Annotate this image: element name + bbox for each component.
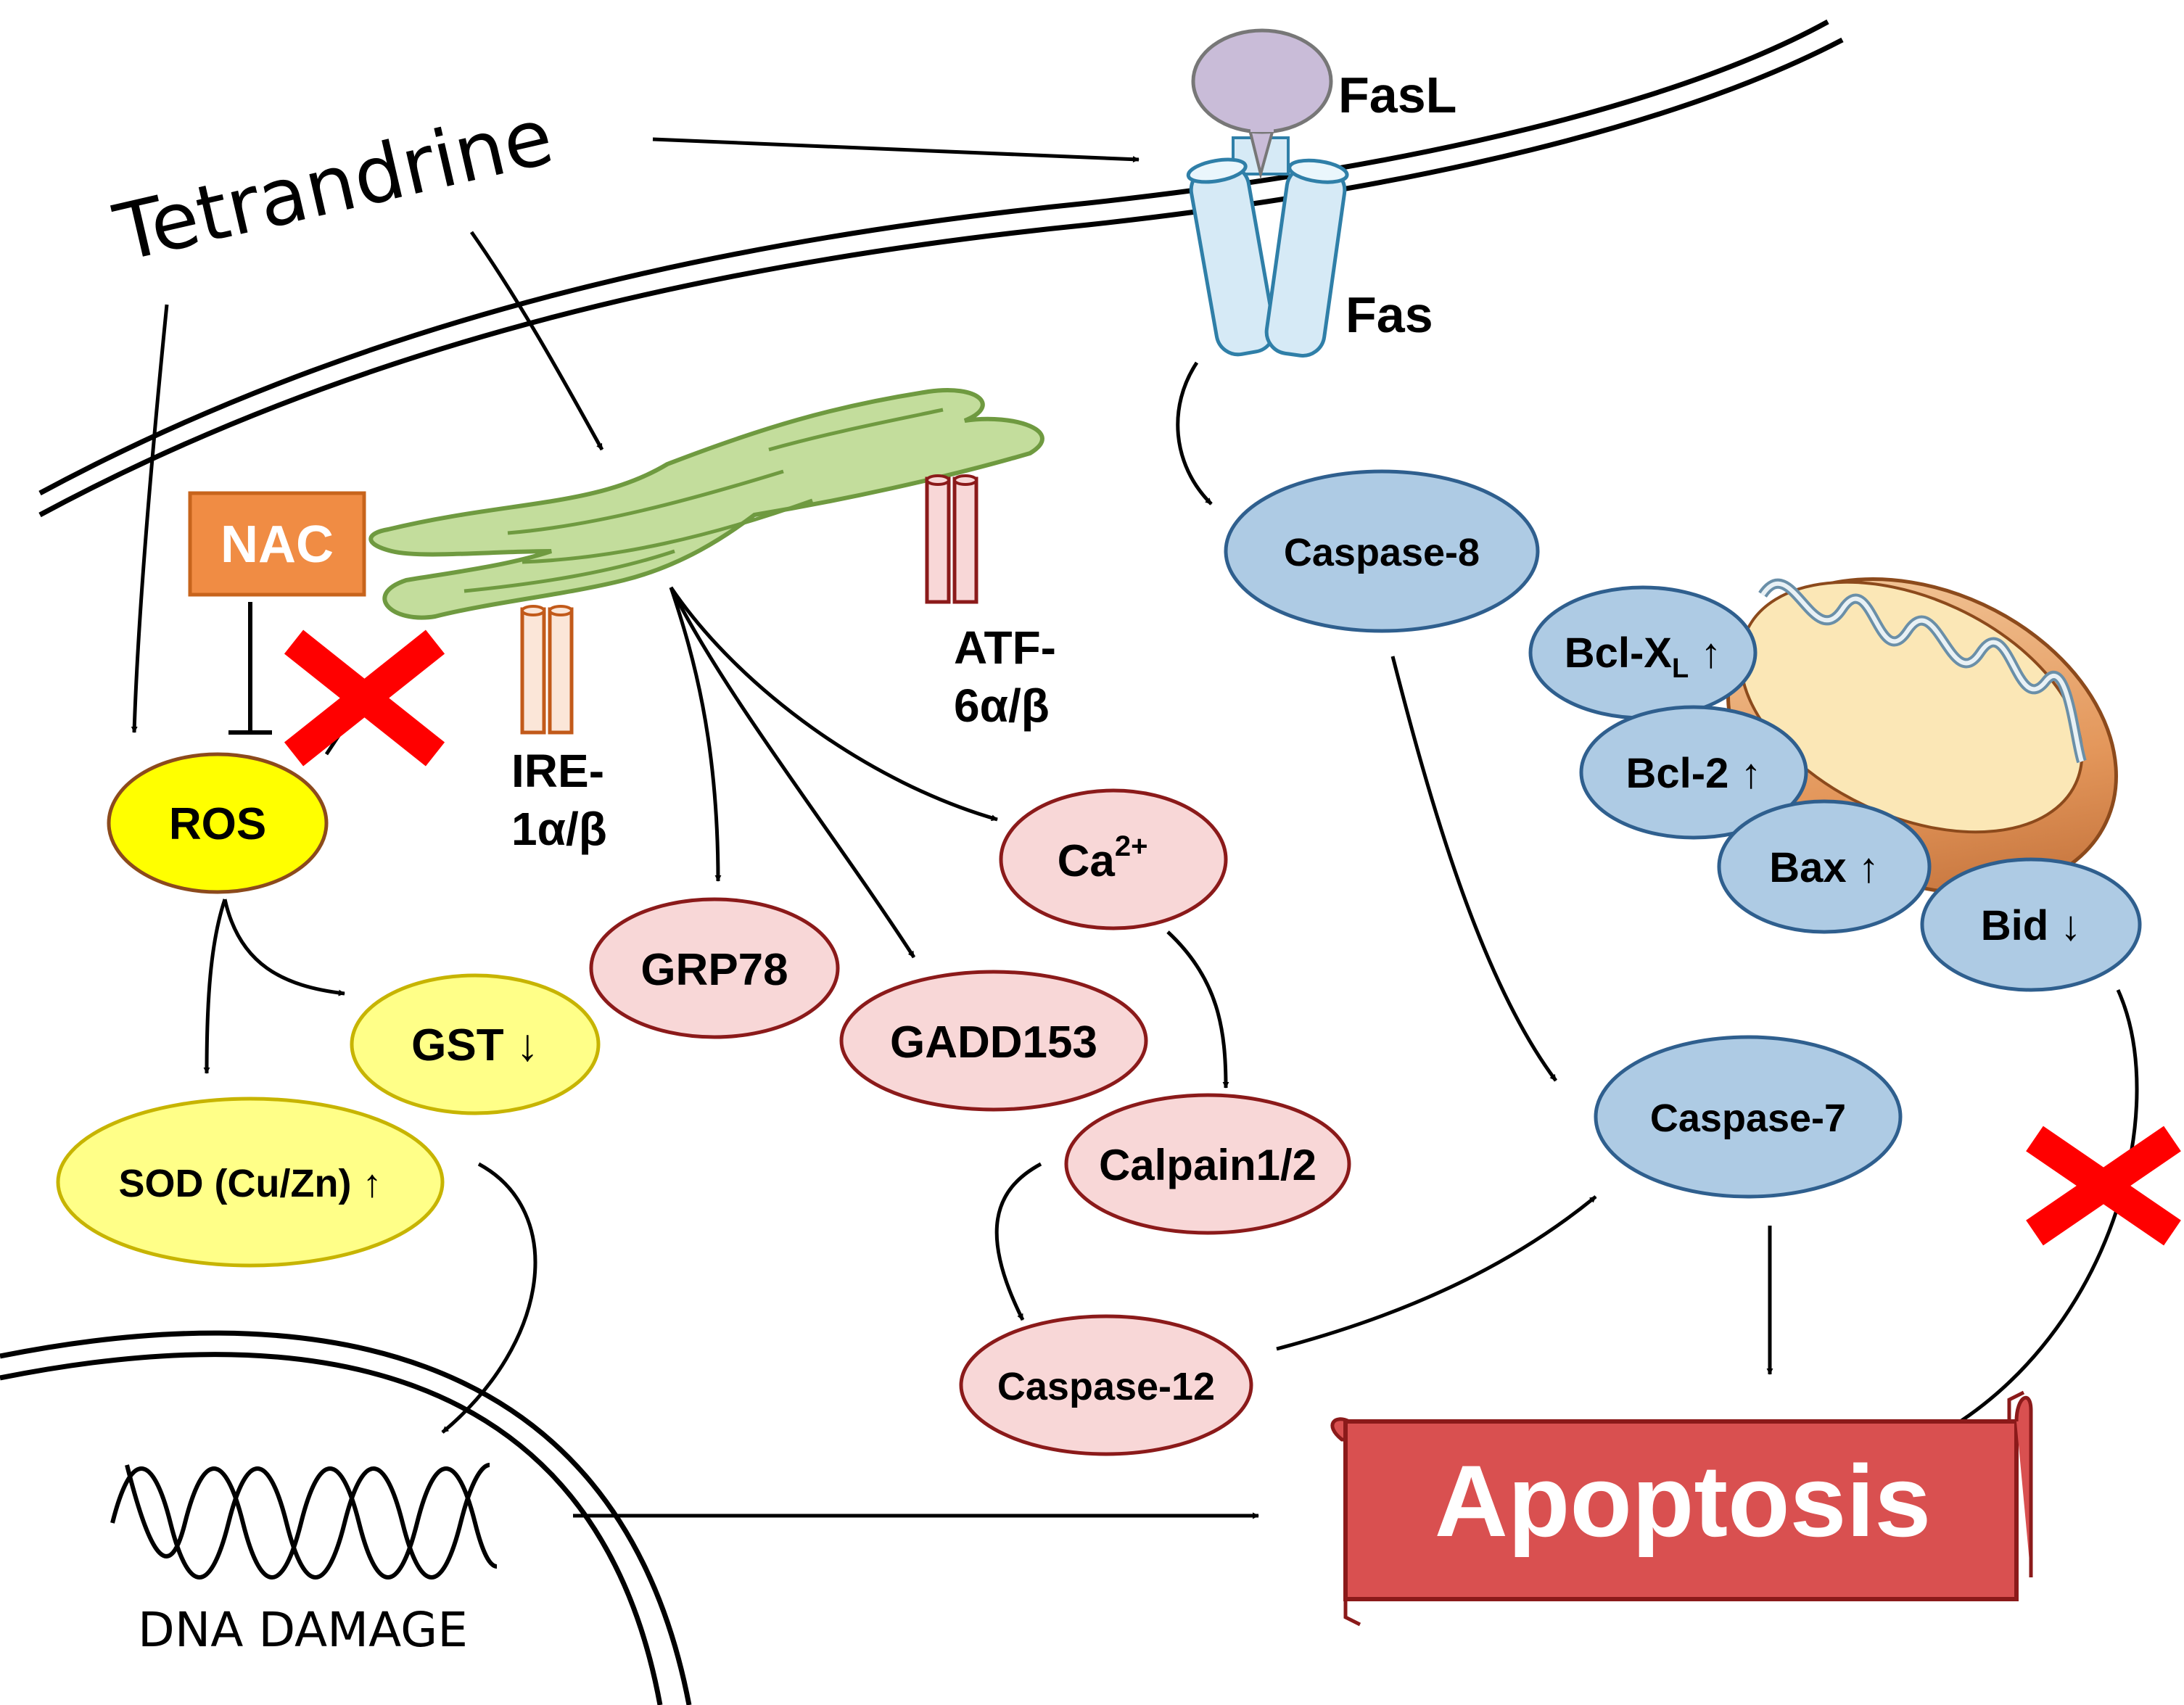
atf6-label-line2: 6α/β bbox=[954, 680, 1050, 732]
svg-text:Ca2+: Ca2+ bbox=[1058, 830, 1148, 886]
svg-text:Bcl-XL ↑: Bcl-XL ↑ bbox=[1565, 629, 1722, 684]
arrow-er-to-gadd153 bbox=[669, 586, 916, 959]
arrow-calpain-to-caspase12 bbox=[994, 1162, 1042, 1321]
cell-membrane bbox=[38, 19, 1844, 518]
ire1-channel-icon bbox=[520, 605, 574, 735]
gst-node: GST ↓ bbox=[350, 973, 601, 1115]
arrow-tetrandrine-to-fas bbox=[652, 137, 1140, 163]
calpain-label: Calpain1/2 bbox=[1099, 1141, 1316, 1189]
bid-label: Bid ↓ bbox=[1981, 902, 2082, 949]
arrow-ros-to-gst bbox=[223, 899, 345, 996]
bcl2-node: Bcl-2 ↑ bbox=[1579, 705, 1808, 840]
arrow-er-to-ca bbox=[669, 586, 998, 822]
fas-label: Fas bbox=[1346, 286, 1433, 343]
caspase7-label: Caspase-7 bbox=[1650, 1097, 1846, 1140]
arrow-caspase8-to-caspase7 bbox=[1390, 656, 1558, 1082]
arrow-ros-to-sod bbox=[203, 899, 227, 1074]
bcl2-label: Bcl-2 ↑ bbox=[1626, 750, 1762, 797]
pathway-arrows bbox=[131, 137, 2139, 1519]
dna-damage-label: DNA DAMAGE bbox=[138, 1602, 468, 1658]
ire1-label-line2: 1α/β bbox=[511, 803, 607, 855]
bclxl-subscript: L bbox=[1672, 653, 1689, 684]
gadd153-node: GADD153 bbox=[839, 970, 1148, 1112]
ros-label: ROS bbox=[169, 799, 266, 849]
caspase12-label: Caspase-12 bbox=[997, 1365, 1215, 1408]
nac-node: NAC bbox=[188, 491, 366, 597]
calpain-node: Calpain1/2 bbox=[1064, 1093, 1351, 1235]
caspase8-label: Caspase-8 bbox=[1284, 531, 1480, 574]
sod-node: SOD (Cu/Zn) ↑ bbox=[56, 1097, 445, 1268]
nac-label: NAC bbox=[221, 516, 334, 574]
arrow-sod-to-dna bbox=[441, 1162, 537, 1434]
endoplasmic-reticulum bbox=[368, 388, 1044, 620]
atf6-channel-icon bbox=[925, 474, 978, 604]
bclxl-node: Bcl-XL ↑ bbox=[1528, 585, 1757, 720]
arrow-ca-to-calpain bbox=[1166, 930, 1229, 1089]
apoptosis-label: Apoptosis bbox=[1435, 1444, 1931, 1558]
bax-label: Bax ↑ bbox=[1769, 844, 1879, 891]
caspase7-node: Caspase-7 bbox=[1594, 1035, 1903, 1199]
gadd153-label: GADD153 bbox=[890, 1017, 1097, 1068]
ros-node: ROS bbox=[107, 752, 329, 894]
atf6-label-line1: ATF- bbox=[954, 622, 1056, 674]
calcium-node: Ca2+ bbox=[999, 788, 1228, 930]
arrow-er-to-grp78 bbox=[669, 587, 722, 882]
grp78-node: GRP78 bbox=[589, 897, 840, 1039]
caspase8-node: Caspase-8 bbox=[1224, 469, 1540, 633]
grp78-label: GRP78 bbox=[640, 945, 788, 995]
arrow-tetrandrine-to-er bbox=[469, 231, 604, 451]
bax-node: Bax ↑ bbox=[1717, 799, 1932, 934]
arrow-caspase12-to-caspase7 bbox=[1276, 1195, 1597, 1351]
fas-receptor-icon bbox=[1186, 136, 1349, 358]
tetrandrine-label: Tetrandrine bbox=[107, 91, 561, 280]
arrow-tetrandrine-to-ros bbox=[131, 304, 169, 733]
dna-helix-icon bbox=[110, 1463, 498, 1580]
caspase12-node: Caspase-12 bbox=[959, 1314, 1253, 1456]
bid-node: Bid ↓ bbox=[1920, 857, 2142, 992]
gst-label: GST ↓ bbox=[411, 1020, 539, 1070]
sod-label: SOD (Cu/Zn) ↑ bbox=[119, 1162, 382, 1205]
fasl-label: FasL bbox=[1338, 67, 1456, 123]
blocked-x-marker bbox=[2026, 1126, 2181, 1246]
ire1-label-line1: IRE- bbox=[511, 745, 604, 797]
bclxl-up-arrow: ↑ bbox=[1689, 629, 1721, 677]
apoptosis-banner: Apoptosis bbox=[1330, 1390, 2033, 1627]
blocked-x-marker bbox=[284, 629, 445, 767]
arrow-fas-to-caspase8 bbox=[1176, 361, 1213, 505]
calcium-label: Ca bbox=[1058, 836, 1116, 886]
calcium-superscript: 2+ bbox=[1115, 830, 1148, 862]
nuclear-membrane bbox=[0, 1330, 692, 1705]
fasl-ligand-icon bbox=[1191, 28, 1333, 180]
bclxl-label: Bcl-X bbox=[1565, 629, 1673, 677]
